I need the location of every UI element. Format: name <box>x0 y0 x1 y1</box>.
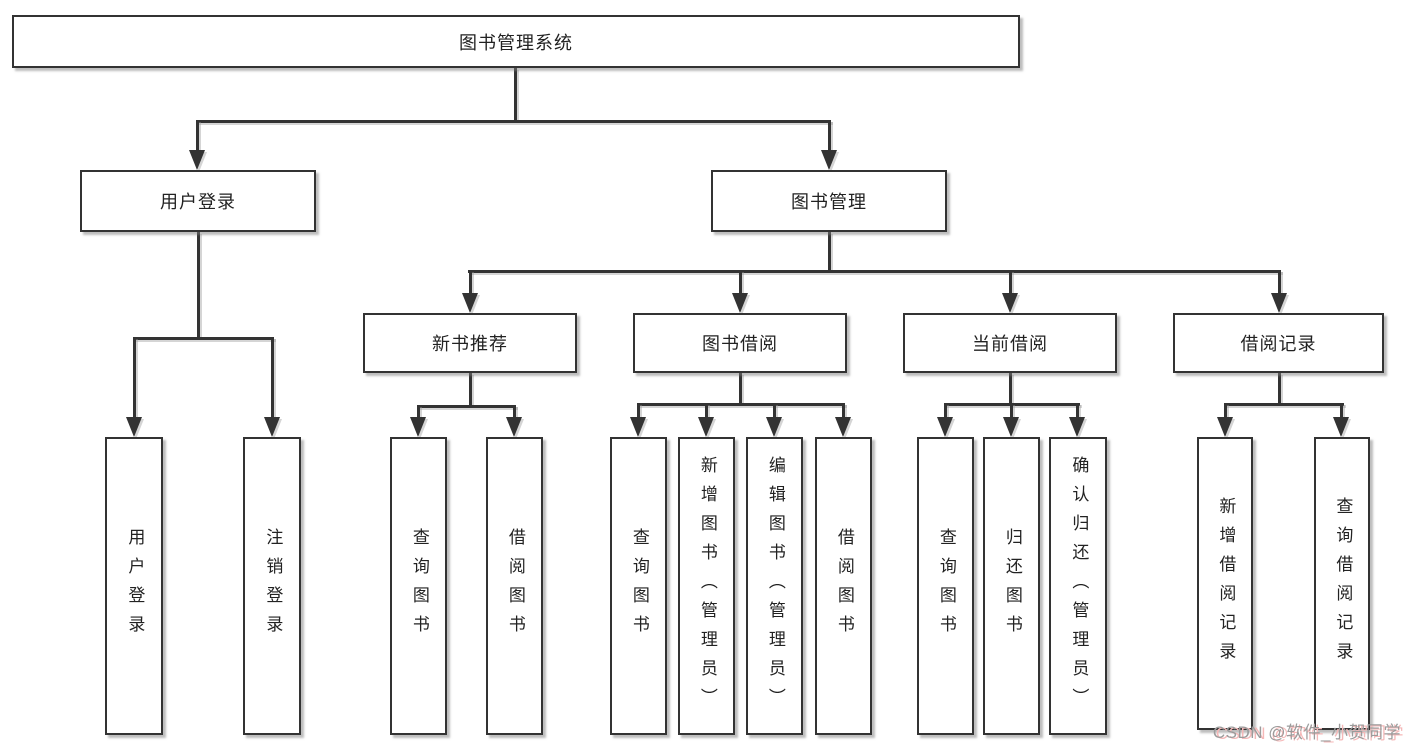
connector-new-book-branch <box>417 405 516 408</box>
node-label: 用户登录 <box>160 192 236 212</box>
node-label: 注销登录 <box>263 528 283 644</box>
node-book-borrowing: 图书借阅 <box>633 313 847 373</box>
connector-arrow-book-borrowing <box>732 270 748 313</box>
connector-arrow-leaf-add-borrow-record <box>1217 403 1233 437</box>
node-leaf-user-login: 用户登录 <box>105 437 163 735</box>
node-leaf-borrow-books-2: 借阅图书 <box>815 437 872 735</box>
connector-arrow-new-book-recommendation <box>462 270 478 313</box>
node-label: 编辑图书（管理员） <box>765 455 785 717</box>
connector-arrow-leaf-logout <box>264 337 280 437</box>
node-label: 查询图书 <box>409 528 429 644</box>
node-user-login: 用户登录 <box>80 170 316 232</box>
node-leaf-confirm-return-admin: 确认归还（管理员） <box>1049 437 1107 735</box>
node-label: 图书借阅 <box>702 334 778 354</box>
connector-new-book-stem <box>469 373 472 405</box>
watermark: CSDN @软件_小贺同学 <box>1212 723 1401 742</box>
node-leaf-add-borrow-record: 新增借阅记录 <box>1197 437 1253 730</box>
connector-borrowing-records-branch <box>1224 403 1344 406</box>
node-label: 图书管理 <box>791 192 867 212</box>
connector-arrow-leaf-query-books-1 <box>410 405 426 437</box>
node-label: 查询图书 <box>629 528 649 644</box>
connector-arrow-leaf-query-borrow-record <box>1333 403 1349 437</box>
node-borrowing-records: 借阅记录 <box>1173 313 1384 373</box>
node-new-book-recommendation: 新书推荐 <box>363 313 577 373</box>
connector-level2-branch <box>468 270 1281 273</box>
node-leaf-add-books-admin: 新增图书（管理员） <box>678 437 735 735</box>
node-label: 查询借阅记录 <box>1333 496 1353 671</box>
connector-arrow-leaf-edit-books <box>766 403 782 437</box>
node-leaf-query-books-3: 查询图书 <box>917 437 974 735</box>
node-book-management: 图书管理 <box>711 170 947 232</box>
node-leaf-query-borrow-record: 查询借阅记录 <box>1314 437 1370 730</box>
connector-root-stem <box>514 68 517 120</box>
connector-arrow-leaf-return-books <box>1003 403 1019 437</box>
connector-borrowing-records-stem <box>1278 373 1281 403</box>
connector-book-borrowing-branch <box>637 403 845 406</box>
node-label: 借阅图书 <box>834 528 854 644</box>
node-label: 新增图书（管理员） <box>697 455 717 717</box>
node-label: 确认归还（管理员） <box>1069 455 1089 717</box>
connector-arrow-borrowing-records <box>1271 270 1287 313</box>
connector-arrow-book-management <box>821 120 837 170</box>
node-leaf-query-books-1: 查询图书 <box>390 437 447 735</box>
node-label: 新增借阅记录 <box>1216 496 1236 671</box>
connector-current-borrowing-stem <box>1009 373 1012 403</box>
node-label: 归还图书 <box>1002 528 1022 644</box>
node-leaf-query-books-2: 查询图书 <box>610 437 667 735</box>
connector-arrow-leaf-confirm-return <box>1069 403 1085 437</box>
connector-arrow-user-login <box>189 120 205 170</box>
node-label: 图书管理系统 <box>459 32 573 53</box>
connector-arrow-leaf-query-books-2 <box>630 403 646 437</box>
connector-user-login-branch <box>133 337 274 340</box>
node-leaf-borrow-books-1: 借阅图书 <box>486 437 543 735</box>
connector-user-login-stem <box>197 232 200 337</box>
node-leaf-logout: 注销登录 <box>243 437 301 735</box>
node-label: 用户登录 <box>125 528 145 644</box>
connector-level1-branch <box>196 120 831 123</box>
node-label: 借阅图书 <box>505 528 525 644</box>
connector-arrow-leaf-add-books <box>698 403 714 437</box>
connector-arrow-leaf-borrow-books-1 <box>506 405 522 437</box>
node-leaf-edit-books-admin: 编辑图书（管理员） <box>746 437 803 735</box>
connector-book-borrowing-stem <box>739 373 742 403</box>
connector-arrow-leaf-borrow-books-2 <box>835 403 851 437</box>
connector-book-management-stem <box>828 232 831 270</box>
connector-arrow-leaf-user-login <box>126 337 142 437</box>
connector-arrow-current-borrowing <box>1002 270 1018 313</box>
node-label: 新书推荐 <box>432 334 508 354</box>
node-label: 借阅记录 <box>1240 334 1317 354</box>
node-library-management-system: 图书管理系统 <box>12 15 1020 68</box>
connector-arrow-leaf-query-books-3 <box>937 403 953 437</box>
node-label: 查询图书 <box>936 528 956 644</box>
node-current-borrowing: 当前借阅 <box>903 313 1117 373</box>
node-leaf-return-books: 归还图书 <box>983 437 1040 735</box>
node-label: 当前借阅 <box>972 334 1048 354</box>
